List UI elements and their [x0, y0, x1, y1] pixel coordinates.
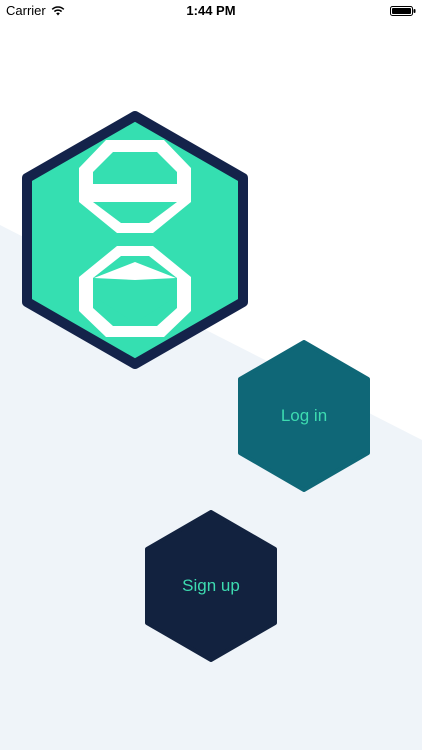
signup-hexagon-shape: [145, 510, 277, 662]
status-bar: Carrier 1:44 PM: [0, 0, 422, 22]
carrier-label: Carrier: [6, 3, 46, 18]
hourglass-icon: [79, 140, 191, 337]
status-time: 1:44 PM: [186, 3, 236, 18]
wifi-icon: [51, 5, 65, 15]
signup-button[interactable]: Sign up: [144, 510, 278, 662]
status-left: Carrier: [6, 3, 65, 18]
login-hexagon-shape: [238, 340, 370, 492]
signup-label: Sign up: [182, 576, 240, 595]
hourglass-hexagon-logo: [22, 111, 248, 369]
battery-icon: [390, 6, 416, 16]
login-button[interactable]: Log in: [237, 340, 371, 492]
login-label: Log in: [280, 406, 328, 425]
